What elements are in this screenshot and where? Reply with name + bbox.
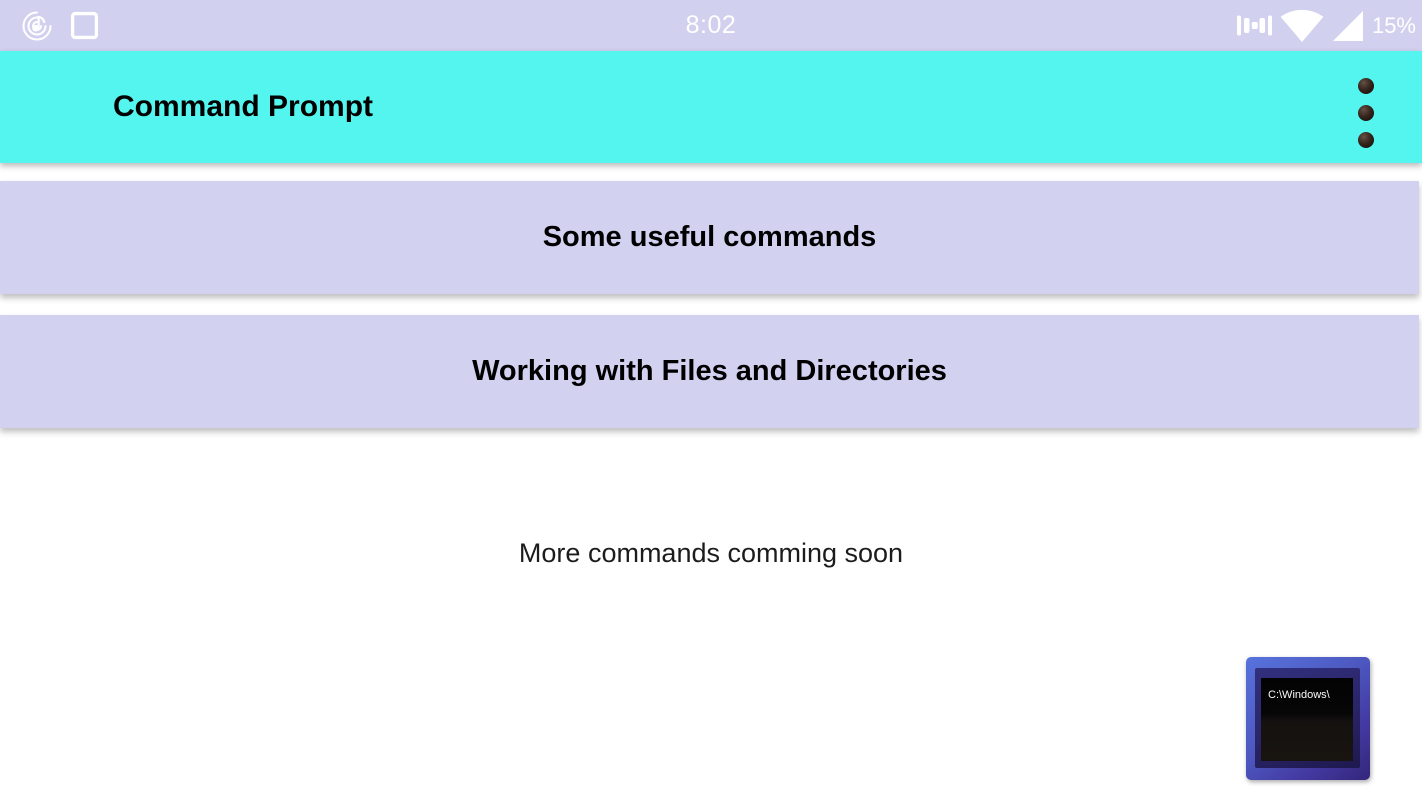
status-bar-notification-icons xyxy=(20,0,99,51)
page-title: Command Prompt xyxy=(113,90,374,123)
menu-button-some-useful-commands[interactable]: Some useful commands xyxy=(0,181,1419,294)
overflow-dot-icon xyxy=(1358,78,1374,94)
coming-soon-note: More commands comming soon xyxy=(518,538,904,568)
overflow-menu-button[interactable] xyxy=(1351,76,1381,150)
app-bar: Command Prompt xyxy=(0,51,1422,163)
status-bar-clock: 8:02 xyxy=(685,11,737,39)
battery-percentage: 15% xyxy=(1371,12,1416,38)
menu-button-working-with-files-and-directories[interactable]: Working with Files and Directories xyxy=(0,315,1419,428)
status-bar: 8:02 15% xyxy=(0,0,1422,51)
overflow-dot-icon xyxy=(1358,105,1374,121)
status-bar-system-icons: 15% xyxy=(1236,0,1416,51)
menu-button-label: Working with Files and Directories xyxy=(472,355,947,387)
monitor-screen: C:\Windows\ xyxy=(1261,678,1353,761)
menu-button-label: Some useful commands xyxy=(542,221,877,253)
monitor-screen-text: C:\Windows\ xyxy=(1268,689,1330,701)
vibrate-icon xyxy=(1236,15,1272,36)
cellular-signal-icon xyxy=(1332,10,1363,41)
wifi-icon xyxy=(1280,9,1324,42)
overflow-dot-icon xyxy=(1358,132,1374,148)
music-note-spiral-icon xyxy=(22,11,52,40)
command-prompt-app-icon[interactable]: C:\Windows\ xyxy=(1246,657,1370,780)
square-notification-icon xyxy=(70,11,99,40)
